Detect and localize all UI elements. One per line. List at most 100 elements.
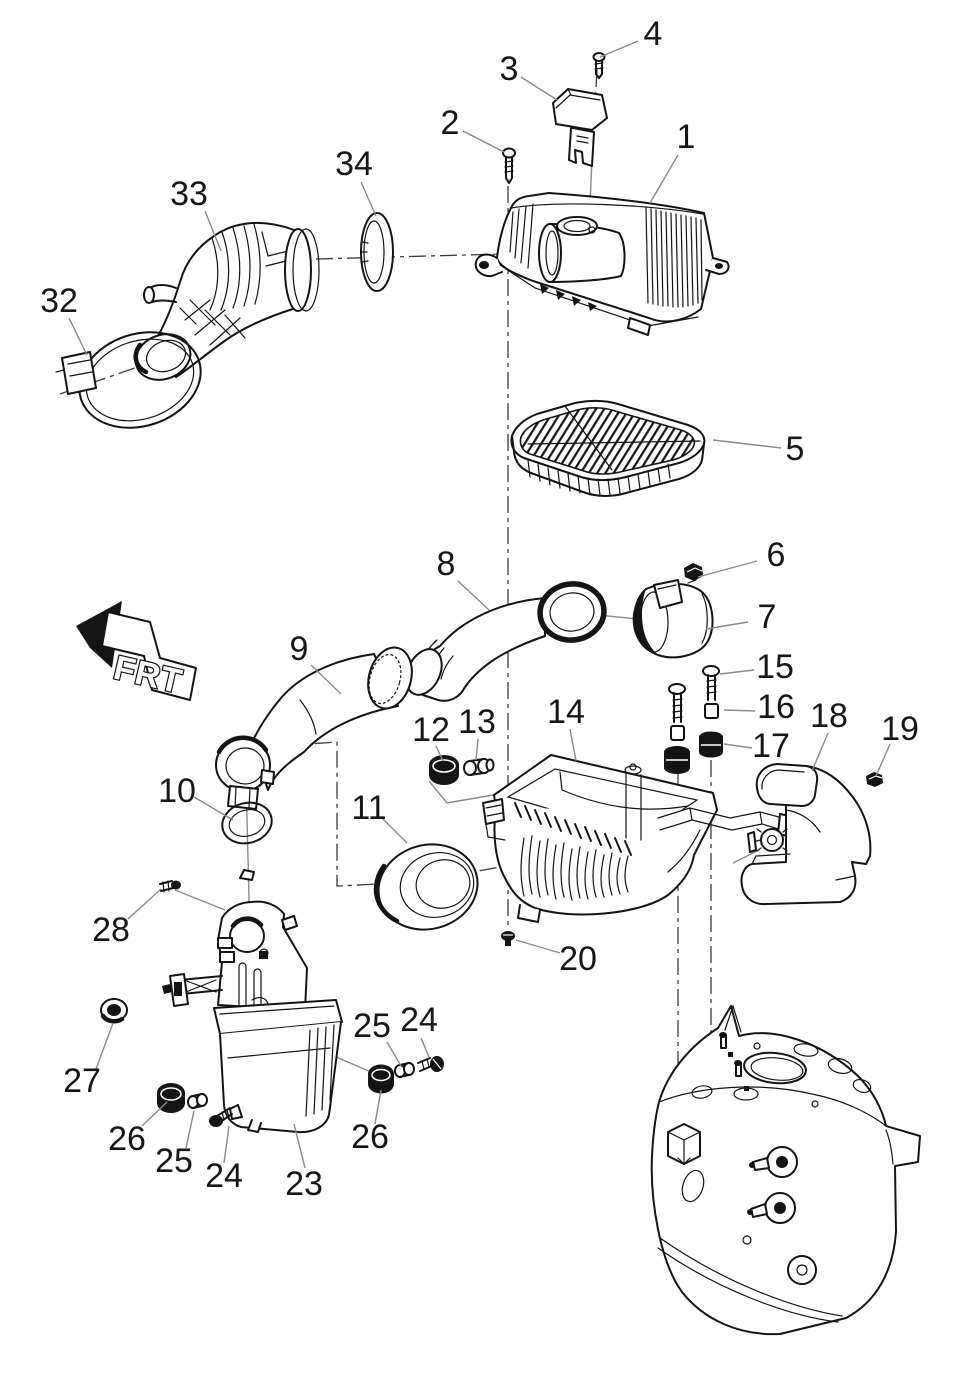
part-callout-17: 17: [752, 727, 790, 765]
part-callout-3: 3: [500, 50, 519, 88]
part-callout-20: 20: [559, 940, 597, 978]
part-screw-28-drawing: [159, 880, 181, 893]
leader-line-20: [515, 939, 561, 954]
part-callout-16: 16: [757, 688, 795, 726]
front-direction-marker: FRT: [76, 601, 197, 703]
leader-line-11: [382, 818, 408, 844]
part-callout-23: 23: [285, 1165, 323, 1203]
part-intake-duct-lower-drawing: [215, 646, 413, 810]
leader-line-25-right: [386, 1041, 402, 1067]
part-seal-ring-drawing: [221, 801, 273, 845]
part-callout-5: 5: [786, 430, 805, 468]
part-callout-24-left: 24: [205, 1157, 243, 1195]
part-callout-24-right: 24: [400, 1001, 438, 1039]
part-bolt-spacer-bushing-right-drawing: [699, 665, 723, 758]
part-callout-9: 9: [290, 630, 309, 668]
part-clamp-ring-drawing: [360, 212, 394, 292]
part-nut-6-drawing: [684, 563, 703, 581]
part-spacer-25-left-drawing: [187, 1093, 208, 1109]
part-adapter-ring-drawing: [373, 843, 479, 931]
leader-line-13: [475, 738, 479, 761]
part-callout-2: 2: [441, 104, 460, 142]
leader-line-18: [811, 732, 829, 772]
part-callout-25-left: 25: [155, 1142, 193, 1180]
part-grommet-26-right-drawing: [368, 1064, 394, 1094]
part-bracket-18-drawing: [740, 763, 872, 906]
leader-line-25-left: [185, 1110, 195, 1149]
part-callout-32: 32: [40, 282, 78, 320]
part-callout-6: 6: [767, 536, 786, 574]
part-callout-7: 7: [758, 598, 777, 636]
body-structure-drawing: [650, 1004, 921, 1336]
leader-line-32: [68, 317, 88, 356]
part-callout-26-right: 26: [351, 1118, 389, 1156]
part-bolt-24-left-drawing: [209, 1107, 233, 1127]
leader-line-2: [462, 130, 505, 153]
part-callout-13: 13: [458, 703, 496, 741]
part-callout-34: 34: [335, 145, 373, 183]
leader-line-9: [310, 664, 342, 695]
leader-line-10: [193, 796, 234, 821]
part-callout-33: 33: [170, 175, 208, 213]
part-grommet-27-drawing: [100, 998, 128, 1024]
leader-line-7: [705, 621, 749, 630]
leader-line-15: [719, 669, 755, 675]
part-maf-sensor-drawing: [552, 88, 608, 167]
leader-line-19: [875, 743, 891, 777]
leader-line-5: [712, 439, 782, 449]
leader-line-26-right: [374, 1089, 382, 1125]
part-outlet-hose-drawing: [405, 581, 607, 702]
part-callout-27: 27: [63, 1062, 101, 1100]
leader-line-34: [360, 181, 377, 217]
part-callout-28: 28: [92, 911, 130, 949]
part-callout-19: 19: [881, 710, 919, 748]
part-nut-19-drawing: [866, 772, 883, 787]
part-bolt-spacer-bushing-left-drawing: [664, 683, 690, 774]
part-bolt-24-right-drawing: [417, 1056, 444, 1072]
part-callout-10: 10: [158, 772, 196, 810]
part-intake-duct-drawing: [133, 221, 320, 381]
front-marker-label: FRT: [110, 649, 186, 702]
part-stud-13-drawing: [463, 758, 495, 776]
part-callout-18: 18: [810, 697, 848, 735]
part-callout-14: 14: [547, 693, 585, 731]
leader-line-16: [723, 709, 756, 712]
part-screw-4-drawing: [592, 52, 606, 79]
part-air-filter-drawing: [510, 399, 706, 497]
part-screw-20-drawing: [501, 931, 515, 946]
leader-line-3: [520, 76, 558, 101]
leader-line-27: [95, 1022, 114, 1070]
leader-line-1: [649, 154, 679, 204]
leader-line-8: [457, 580, 490, 611]
leader-line-26-left: [141, 1101, 168, 1127]
part-callout-26-left: 26: [108, 1120, 146, 1158]
leader-line-23: [293, 1123, 306, 1169]
part-housing-drawing: [482, 754, 801, 923]
leader-line-24-right: [420, 1037, 430, 1058]
leader-line-24-left: [223, 1125, 230, 1164]
part-air-cleaner-cover-drawing: [474, 192, 730, 336]
leader-line-12: [435, 745, 444, 762]
leader-grommet12-to-housing: [428, 780, 500, 804]
leader-line-28: [127, 888, 162, 920]
leader-line-17: [723, 743, 753, 749]
part-callout-12: 12: [412, 711, 450, 749]
leader-line-33: [204, 210, 222, 252]
part-callout-11: 11: [351, 789, 386, 827]
leader-line-6: [697, 560, 758, 578]
leader-bracket18-boss: [732, 850, 758, 864]
part-callout-25-right: 25: [353, 1007, 391, 1045]
part-grommet-12-drawing: [429, 755, 459, 785]
part-screw-2-drawing: [502, 147, 516, 184]
part-callout-8: 8: [437, 545, 456, 583]
part-spacer-25-right-drawing: [394, 1062, 415, 1078]
leader-screw28-to-bracket: [174, 889, 226, 911]
leader-line-4: [599, 40, 639, 58]
part-callout-1: 1: [677, 118, 696, 156]
part-callout-4: 4: [644, 15, 663, 53]
part-resonator-drawing: [162, 869, 343, 1134]
part-duct-elbow-drawing: [632, 579, 714, 659]
